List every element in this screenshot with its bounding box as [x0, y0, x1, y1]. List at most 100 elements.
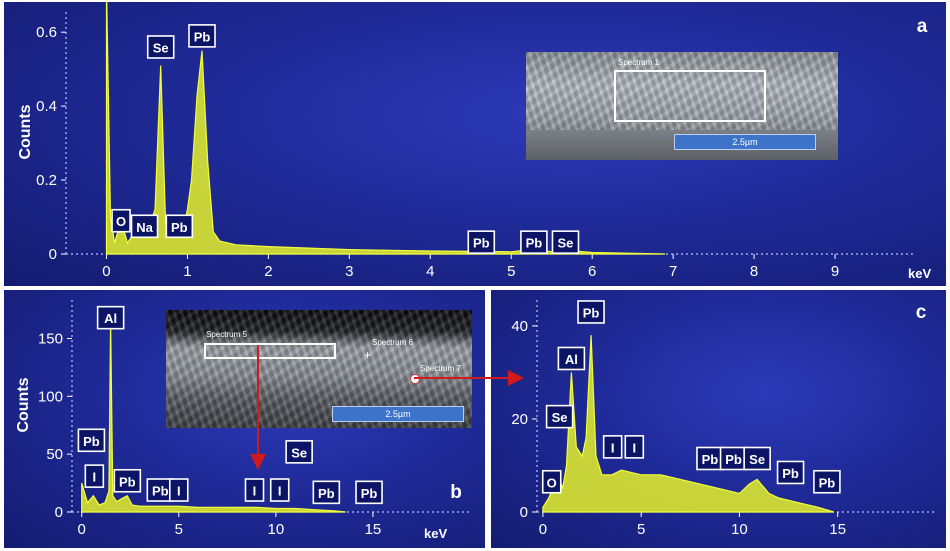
peak-label-box: [312, 480, 341, 505]
x-tick-label: 2: [264, 263, 272, 280]
peak-label-box: [168, 478, 189, 502]
spectrum-area: [542, 335, 834, 513]
peak-label-box: [467, 230, 496, 254]
x-tick-label: 10: [268, 521, 285, 538]
y-axis-title: Counts: [15, 377, 32, 432]
peak-label-box: [285, 440, 313, 464]
scale-bar-b: 2.5µm: [332, 406, 464, 422]
peak-label-box: [113, 468, 142, 493]
peak-label-pb: Pb: [355, 480, 383, 505]
spectrum-6-label: Spectrum 6: [372, 338, 413, 347]
x-tick-label: 4: [426, 263, 434, 280]
peak-label-pb: Pb: [696, 446, 724, 471]
x-tick-label: 7: [669, 263, 677, 280]
x-tick-label: 15: [365, 521, 382, 538]
peak-label-text: Pb: [526, 236, 543, 251]
peak-label-box: [84, 464, 105, 488]
spectrum-1-box: [614, 70, 766, 122]
x-tick-label: 0: [78, 521, 86, 538]
peak-label-text: Pb: [725, 452, 742, 467]
peak-label-pb: Pb: [813, 469, 841, 494]
peak-label-box: [96, 305, 125, 330]
peak-label-text: Pb: [819, 475, 836, 490]
peak-label-text: Pb: [119, 474, 136, 489]
x-tick-label: 5: [507, 263, 515, 280]
spectrum-6-marker: +: [364, 348, 372, 362]
peak-label-o: O: [541, 469, 562, 494]
peak-label-pb: Pb: [577, 300, 605, 324]
peak-label-pb: Pb: [146, 478, 175, 502]
peak-label-pb: Pb: [77, 428, 106, 453]
panel-letter: b: [450, 482, 462, 503]
panel-letter: a: [917, 16, 928, 37]
peak-label-box: [165, 214, 194, 239]
peak-label-al: Al: [96, 305, 125, 330]
peak-label-text: Pb: [702, 452, 719, 467]
peak-label-text: Pb: [152, 484, 169, 499]
y-axis-title: Counts: [17, 104, 34, 159]
peak-label-box: [111, 208, 131, 233]
peak-label-box: [557, 346, 586, 371]
x-tick-label: 5: [637, 521, 645, 538]
peak-label-text: Se: [291, 445, 307, 460]
peak-label-box: [551, 230, 580, 254]
peak-label-pb: Pb: [719, 446, 748, 471]
peak-label-text: Na: [136, 220, 153, 235]
peak-label-i: I: [624, 435, 645, 459]
y-tick-label: 20: [511, 411, 528, 428]
peak-label-box: [624, 435, 645, 459]
peak-label-pb: Pb: [467, 230, 496, 254]
peak-label-box: [77, 428, 106, 453]
peak-label-text: Se: [558, 236, 574, 251]
peak-label-se: Se: [545, 404, 574, 429]
y-tick-label: 0: [520, 504, 528, 521]
y-tick-label: 50: [46, 446, 63, 463]
peak-label-box: [813, 469, 841, 494]
peak-label-text: I: [93, 470, 97, 485]
x-tick-label: 8: [750, 263, 758, 280]
peak-label-text: Pb: [782, 466, 799, 481]
panel-letter: c: [916, 302, 927, 323]
peak-label-i: I: [269, 478, 290, 502]
peak-label-text: Pb: [583, 305, 600, 320]
peak-label-text: Pb: [83, 434, 100, 449]
peak-label-i: I: [602, 435, 623, 459]
peak-label-text: O: [116, 214, 126, 229]
y-tick-label: 100: [38, 388, 63, 405]
x-tick-label: 3: [345, 263, 353, 280]
peak-label-text: Pb: [171, 220, 188, 235]
peak-label-text: Se: [552, 410, 568, 425]
y-tick-label: 0.2: [36, 172, 57, 189]
y-tick-label: 40: [511, 318, 528, 335]
x-unit-label: keV: [424, 526, 447, 541]
peak-label-text: Pb: [318, 486, 335, 501]
peak-label-i: I: [84, 464, 105, 488]
spectrum-7-point: [410, 374, 420, 384]
sem-inset-a: Spectrum 1 2.5µm: [526, 52, 838, 160]
peak-label-box: [776, 460, 805, 485]
y-tick-label: 0: [49, 246, 57, 263]
spectrum-7-label: Spectrum 7: [420, 364, 461, 373]
peak-label-box: [602, 435, 623, 459]
y-tick-label: 0: [55, 504, 63, 521]
peak-label-box: [188, 24, 216, 48]
x-tick-label: 5: [175, 521, 183, 538]
peak-label-box: [577, 300, 605, 324]
peak-label-box: [520, 230, 548, 254]
peak-label-text: Pb: [473, 236, 490, 251]
peak-label-se: Se: [551, 230, 580, 254]
peak-label-pb: Pb: [165, 214, 194, 239]
peak-label-se: Se: [285, 440, 313, 464]
peak-label-na: Na: [130, 214, 159, 239]
x-tick-label: 9: [831, 263, 839, 280]
y-tick-label: 0.6: [36, 24, 57, 41]
peak-label-pb: Pb: [520, 230, 548, 254]
peak-label-pb: Pb: [113, 468, 142, 493]
x-tick-label: 10: [731, 521, 748, 538]
